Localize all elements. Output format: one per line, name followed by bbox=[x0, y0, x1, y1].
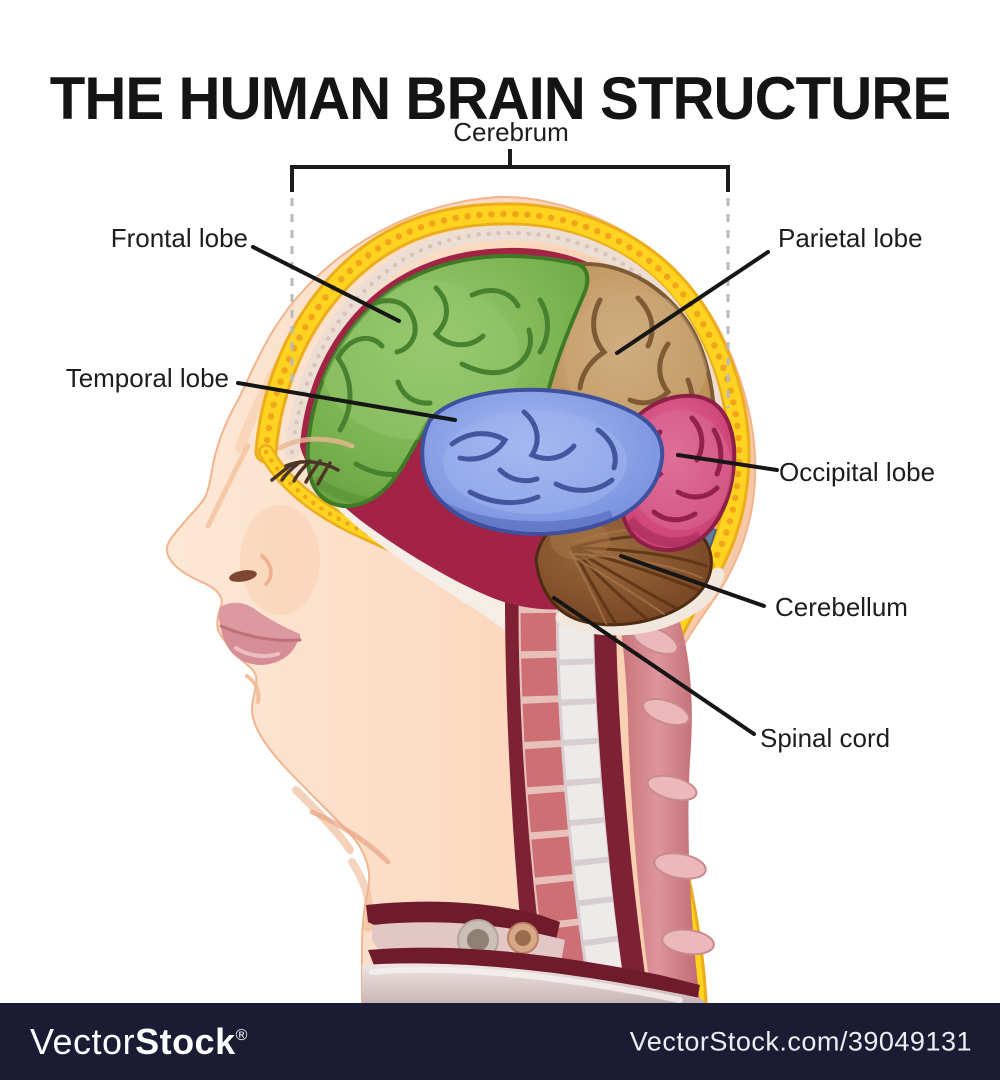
occipital-leader bbox=[676, 453, 779, 472]
parietal-leader bbox=[615, 250, 770, 355]
brain-diagram-artwork bbox=[165, 149, 779, 1005]
frontal-leader bbox=[251, 245, 401, 323]
upper-lip bbox=[218, 602, 300, 641]
nose-wing bbox=[260, 554, 273, 586]
lip-seam bbox=[219, 624, 302, 642]
spinal-cord-leader bbox=[552, 596, 756, 736]
logo-vector: Vector bbox=[30, 1020, 136, 1062]
label-occipital-lobe: Occipital lobe bbox=[779, 457, 936, 487]
eyebrow bbox=[277, 436, 355, 451]
closed-eye bbox=[270, 459, 340, 486]
vectorstock-logo: VectorStock® bbox=[30, 1021, 248, 1063]
nose-bridge-shade bbox=[205, 443, 251, 529]
cerebrum-bracket bbox=[290, 149, 730, 192]
cerebellum-leader bbox=[619, 554, 766, 608]
watermark-bar: VectorStock® VectorStock.com/39049131 bbox=[0, 1003, 1000, 1080]
page-title: THE HUMAN BRAIN STRUCTURE bbox=[49, 65, 951, 133]
temporal-lobe-shape bbox=[420, 387, 665, 536]
label-frontal-lobe: Frontal lobe bbox=[110, 223, 248, 253]
label-temporal-lobe: Temporal lobe bbox=[65, 363, 229, 393]
spine-columns bbox=[504, 565, 715, 1005]
face-features bbox=[205, 436, 391, 865]
label-cerebrum: Cerebrum bbox=[453, 117, 569, 147]
watermark-url: VectorStock.com/39049131 bbox=[629, 1026, 972, 1056]
label-parietal-lobe: Parietal lobe bbox=[778, 223, 923, 253]
nostril bbox=[229, 570, 257, 582]
registered-mark: ® bbox=[235, 1026, 248, 1044]
bracket-dashed-lines bbox=[290, 198, 730, 408]
label-spinal-cord: Spinal cord bbox=[760, 723, 891, 753]
neck-base-bands bbox=[362, 901, 706, 1003]
leader-lines bbox=[236, 245, 779, 736]
temporal-leader bbox=[236, 381, 457, 422]
chin-crease bbox=[245, 674, 261, 704]
label-cerebellum: Cerebellum bbox=[775, 592, 908, 622]
logo-stock: Stock bbox=[135, 1020, 236, 1062]
